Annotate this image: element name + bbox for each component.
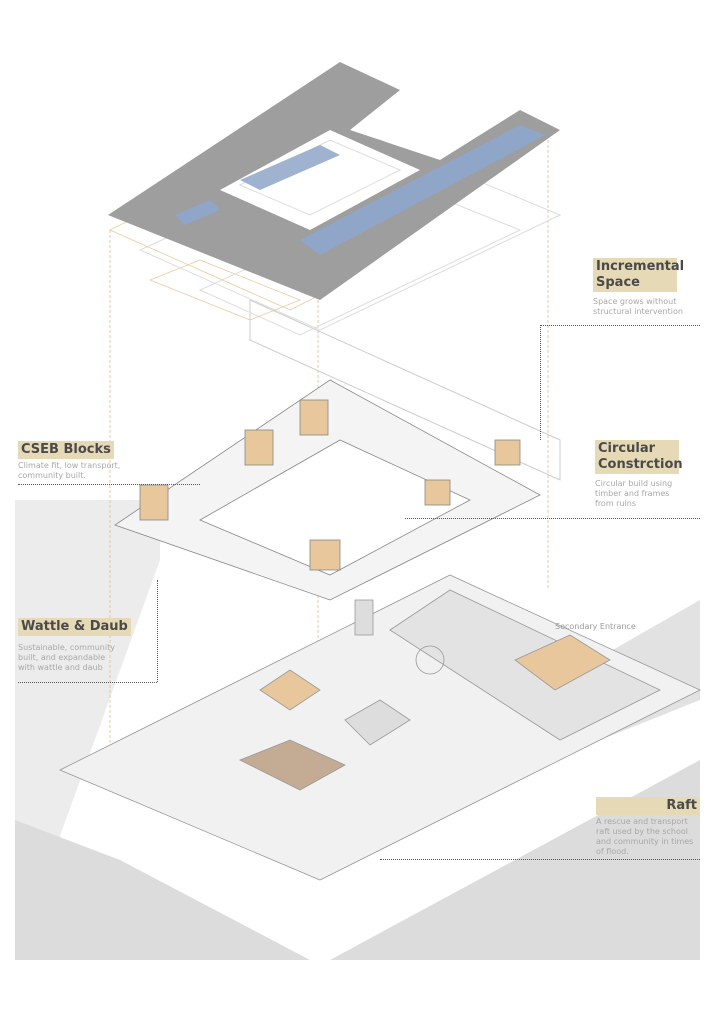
caption-circular-construction: Circular build using timber and frames f… <box>595 479 673 508</box>
courtyard-opening <box>220 130 420 230</box>
leader-line <box>380 859 700 860</box>
caption-incremental-space: Space grows without structural intervent… <box>593 297 683 316</box>
label-raft: Raft <box>596 797 700 815</box>
solar-panel <box>240 145 340 190</box>
caption-wattle-daub: Sustainable, community built, and expand… <box>18 643 115 672</box>
courtyard-floor <box>239 739 346 791</box>
label-circular-construction: Circular Constrction <box>595 440 683 474</box>
timber-panel <box>309 539 341 571</box>
solar-panel <box>175 200 220 225</box>
label-incremental-space: Incremental Space <box>593 258 684 292</box>
roof-layer <box>108 62 562 481</box>
timber-panel <box>244 429 274 466</box>
label-cseb-blocks: CSEB Blocks <box>18 441 114 459</box>
timber-floor <box>514 634 611 691</box>
leader-line <box>18 484 200 485</box>
solar-panel <box>300 125 545 255</box>
timber-floor <box>259 669 321 711</box>
leader-line <box>540 325 700 326</box>
timber-panel <box>299 399 329 436</box>
water-tower <box>354 599 374 636</box>
secondary-entrance-label: Secondary Entrance <box>555 622 636 631</box>
structure-layer <box>114 379 541 601</box>
tree <box>415 645 445 675</box>
caption-cseb-blocks: Climate fit, low transport, community bu… <box>18 461 121 480</box>
timber-panel <box>494 439 521 466</box>
label-wattle-daub: Wattle & Daub <box>18 618 131 636</box>
leader-line <box>405 518 700 519</box>
leader-line <box>18 682 157 683</box>
staircase <box>344 699 411 746</box>
leader-line <box>157 580 158 682</box>
ground-floor-layer <box>59 574 701 881</box>
timber-panel <box>139 484 169 521</box>
street-left <box>15 820 310 960</box>
timber-panel <box>424 479 451 506</box>
caption-raft: A rescue and transport raft used by the … <box>596 817 694 856</box>
leader-line <box>540 325 541 440</box>
